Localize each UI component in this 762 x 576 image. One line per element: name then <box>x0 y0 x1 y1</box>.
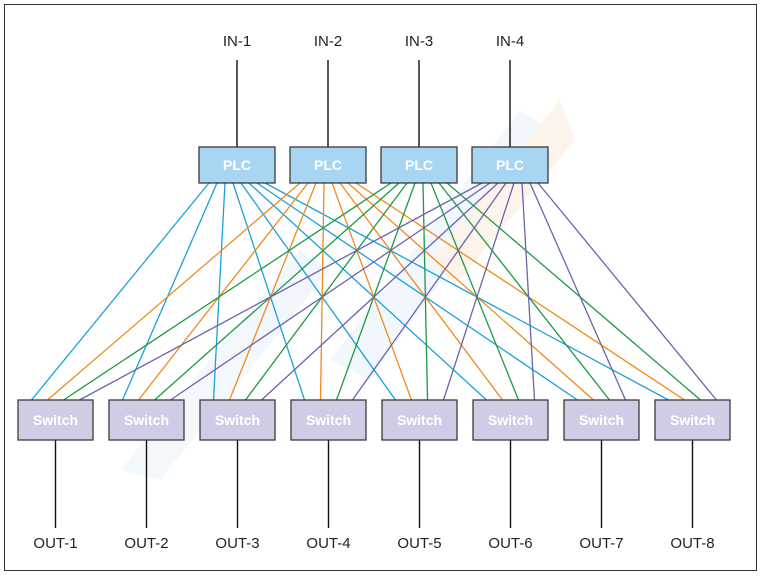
link-plc-1-switch-6 <box>248 182 487 401</box>
switch-box-2 <box>108 399 185 441</box>
boxes-layer <box>17 146 731 441</box>
link-plc-4-switch-5 <box>442 182 515 401</box>
link-plc-2-switch-4 <box>319 182 325 401</box>
plc-label-2: PLC <box>314 157 342 173</box>
output-label-7: OUT-7 <box>579 535 623 552</box>
link-plc-4-switch-3 <box>261 182 499 401</box>
output-label-6: OUT-6 <box>488 535 532 552</box>
link-plc-3-switch-6 <box>430 182 520 401</box>
switch-label-2: Switch <box>124 412 169 428</box>
link-plc-1-switch-1 <box>30 182 210 401</box>
link-plc-2-switch-6 <box>339 182 504 401</box>
link-plc-2-switch-3 <box>228 182 317 401</box>
plc-label-4: PLC <box>496 157 524 173</box>
output-label-8: OUT-8 <box>670 535 714 552</box>
link-plc-2-switch-8 <box>355 182 685 401</box>
switch-label-6: Switch <box>488 412 533 428</box>
output-label-1: OUT-1 <box>33 535 77 552</box>
input-label-1: IN-1 <box>223 33 251 50</box>
link-plc-1-switch-2 <box>121 182 218 401</box>
switch-label-3: Switch <box>215 412 260 428</box>
diagram-frame <box>4 4 757 571</box>
switch-label-5: Switch <box>397 412 442 428</box>
link-plc-4-switch-4 <box>351 182 507 401</box>
link-plc-4-switch-6 <box>521 182 536 401</box>
io-wires <box>54 60 694 528</box>
switch-box-4 <box>290 399 367 441</box>
switch-label-4: Switch <box>306 412 351 428</box>
link-plc-4-switch-2 <box>170 182 491 401</box>
plc-label-1: PLC <box>223 157 251 173</box>
link-plc-3-switch-8 <box>446 182 701 401</box>
plc-box-2 <box>289 146 367 184</box>
plc-box-1 <box>198 146 276 184</box>
link-plc-3-switch-3 <box>244 182 408 401</box>
switch-box-3 <box>199 399 276 441</box>
switch-label-7: Switch <box>579 412 624 428</box>
link-plc-2-switch-1 <box>47 182 301 401</box>
link-plc-1-switch-5 <box>240 182 397 401</box>
output-label-3: OUT-3 <box>215 535 259 552</box>
plc-label-3: PLC <box>405 157 433 173</box>
switch-box-6 <box>472 399 549 441</box>
link-plc-3-switch-2 <box>154 182 400 401</box>
switch-box-5 <box>381 399 458 441</box>
output-label-5: OUT-5 <box>397 535 441 552</box>
link-plc-2-switch-7 <box>347 182 594 401</box>
switch-box-8 <box>654 399 731 441</box>
link-plc-1-switch-4 <box>232 182 306 401</box>
link-plc-4-switch-8 <box>537 182 718 401</box>
link-plc-1-switch-8 <box>264 182 669 401</box>
switch-box-1 <box>17 399 94 441</box>
switch-box-7 <box>563 399 640 441</box>
input-label-2: IN-2 <box>314 33 342 50</box>
link-plc-1-switch-7 <box>256 182 578 401</box>
link-plc-1-switch-3 <box>212 182 226 401</box>
links-layer <box>30 182 718 401</box>
link-plc-4-switch-7 <box>529 182 627 401</box>
link-plc-3-switch-7 <box>438 182 611 401</box>
switch-label-1: Switch <box>33 412 78 428</box>
link-plc-3-switch-1 <box>63 182 392 401</box>
input-label-4: IN-4 <box>496 33 524 50</box>
link-plc-3-switch-5 <box>422 182 429 401</box>
link-plc-4-switch-1 <box>79 182 483 401</box>
plc-box-4 <box>471 146 549 184</box>
output-label-4: OUT-4 <box>306 535 350 552</box>
input-label-3: IN-3 <box>405 33 433 50</box>
link-plc-2-switch-2 <box>137 182 309 401</box>
plc-box-3 <box>380 146 458 184</box>
link-plc-3-switch-4 <box>335 182 416 401</box>
output-label-2: OUT-2 <box>124 535 168 552</box>
link-plc-2-switch-5 <box>331 182 413 401</box>
switch-label-8: Switch <box>670 412 715 428</box>
